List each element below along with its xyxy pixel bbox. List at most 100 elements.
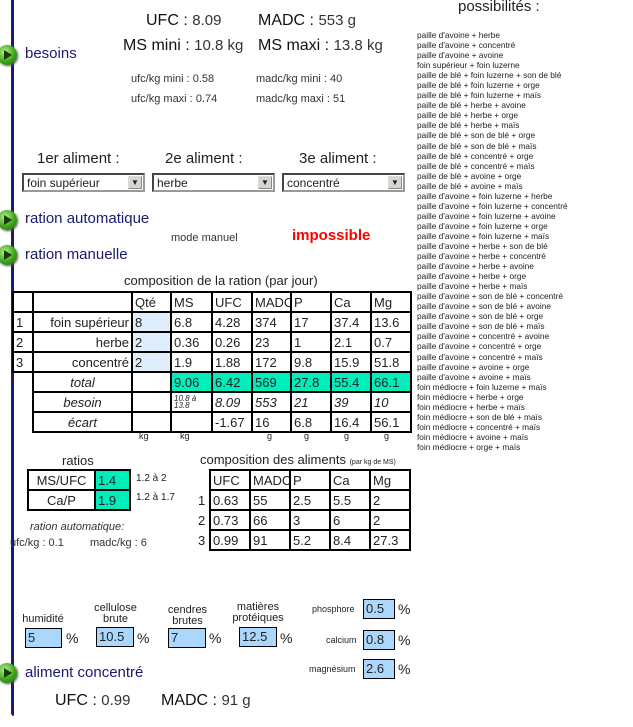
possibilite-item: paille de blé + son de blé + maïs <box>417 140 537 151</box>
quantity-input[interactable]: 2 <box>131 351 172 373</box>
chevron-down-icon[interactable]: ▼ <box>258 176 272 189</box>
possibilite-item: paille d'avoine + herbe + orge <box>417 271 527 282</box>
ratios-title: ratios <box>62 453 94 468</box>
status-text: impossible <box>292 227 371 244</box>
table-cell: 0.36 <box>170 331 213 353</box>
value: 51 <box>333 93 346 105</box>
cendres-input[interactable]: 7 <box>168 628 206 648</box>
table-cell <box>131 391 172 413</box>
column-header: MS <box>170 291 213 313</box>
possibilite-item: paille d'avoine + herbe + maïs <box>417 281 528 292</box>
possibilite-item: paille d'avoine + avoine + maïs <box>417 371 531 382</box>
aliment-name: concentré <box>32 351 133 373</box>
empty-cell <box>13 392 33 412</box>
table-cell <box>131 371 172 393</box>
table-cell: 1.88 <box>211 351 253 373</box>
column-header: P <box>289 469 331 491</box>
madckg-mini: madc/kg mini : 40 <box>256 73 342 85</box>
table-cell: 569 <box>251 371 292 393</box>
calcium-input[interactable]: 0.8 <box>363 630 395 650</box>
concentre-toggle-icon[interactable] <box>0 663 17 683</box>
chevron-down-icon[interactable]: ▼ <box>128 176 142 189</box>
chevron-down-icon[interactable]: ▼ <box>388 176 402 189</box>
possibilite-item: foin médiocre + foin luzerne + maïs <box>417 381 547 392</box>
table-cell: 6 <box>329 509 371 531</box>
possibilite-item: paille d'avoine + son de blé + avoine <box>417 301 551 312</box>
possibilite-item: paille de blé + herbe + orge <box>417 110 519 121</box>
possibilite-item: paille d'avoine + concentré <box>417 40 516 51</box>
aliment3-select[interactable]: concentré ▼ <box>282 173 405 192</box>
possibilite-item: paille d'avoine + son de blé + maïs <box>417 321 545 332</box>
possibilite-item: paille d'avoine + son de blé + concentré <box>417 291 563 302</box>
quantity-input[interactable]: 2 <box>131 331 172 353</box>
section-besoins[interactable]: besoins <box>25 45 77 62</box>
possibilite-item: foin médiocre + avoine + maïs <box>417 431 529 442</box>
possibilite-item: foin supérieur + foin luzerne <box>417 60 520 71</box>
ration-manuelle-toggle-icon[interactable] <box>0 245 17 265</box>
possibilite-item: paille de blé + foin luzerne + maïs <box>417 90 542 101</box>
value: 10.8 kg <box>194 37 244 54</box>
value: 13.8 kg <box>333 37 383 54</box>
table-cell: 2.5 <box>289 489 331 511</box>
section-ration-manuelle[interactable]: ration manuelle <box>25 246 128 263</box>
table-cell: 16 <box>251 411 292 433</box>
column-header: Mg <box>370 291 412 313</box>
possibilite-item: foin médiocre + orge + maïs <box>417 441 521 452</box>
label: MADC : <box>258 12 314 29</box>
pct: % <box>280 630 293 646</box>
possibilite-item: paille d'avoine + herbe + concentré <box>417 251 546 262</box>
possibilite-item: paille d'avoine + foin luzerne + avoine <box>417 210 556 221</box>
ratio-range: 1.2 à 1.7 <box>136 492 175 503</box>
section-ration-automatique[interactable]: ration automatique <box>25 210 150 227</box>
quantity-input[interactable]: 8 <box>131 311 172 333</box>
value: 0.74 <box>195 93 218 105</box>
humidite-input[interactable]: 5 <box>25 628 62 648</box>
table-cell: 2.1 <box>330 331 372 353</box>
column-header: MADC <box>249 469 291 491</box>
possibilite-item: paille de blé + son de blé + orge <box>417 130 536 141</box>
cellulose-input[interactable]: 10.5 <box>96 627 134 647</box>
madc-need: MADC : 553 g <box>258 12 356 30</box>
possibilite-item: paille de blé + herbe + avoine <box>417 100 526 111</box>
pct: % <box>209 630 222 646</box>
selected-value: concentré <box>287 176 340 190</box>
table-cell: 1.9 <box>170 351 213 373</box>
possibilites-title: possibilités : <box>458 0 540 15</box>
unit-label: g <box>344 431 350 441</box>
ratio-label: MS/UFC <box>27 469 96 491</box>
possibilite-item: paille de blé + avoine + orge <box>417 170 522 181</box>
table-cell: 55.4 <box>330 371 372 393</box>
magnesium-input[interactable]: 2.6 <box>363 659 395 679</box>
humidite-label: humidité <box>22 613 64 625</box>
possibilite-item: paille d'avoine + avoine + orge <box>417 361 530 372</box>
ratio-value: 1.4 <box>93 469 132 491</box>
aliment2-select[interactable]: herbe▼ <box>152 173 275 192</box>
aliment-name: herbe <box>32 331 133 353</box>
madckg-maxi: madc/kg maxi : 51 <box>256 93 345 105</box>
unit-label: kg <box>180 431 190 441</box>
matieres-input[interactable]: 12.5 <box>239 627 277 647</box>
possibilite-item: paille d'avoine + herbe + son de blé <box>417 240 548 251</box>
label: madc/kg maxi : <box>256 93 330 105</box>
ms-mini: MS mini : 10.8 kg <box>123 37 243 55</box>
l2: brute <box>102 613 129 625</box>
aliment1-select[interactable]: foin supérieur▼ <box>22 173 145 192</box>
ufckg-mini: ufc/kg mini : 0.58 <box>131 73 214 85</box>
empty-cell <box>196 470 210 490</box>
phosphore-input[interactable]: 0.5 <box>363 599 395 619</box>
table-cell <box>170 411 213 433</box>
label: madc/kg mini : <box>256 73 327 85</box>
ration-auto-toggle-icon[interactable] <box>0 210 17 230</box>
possibilite-item: paille d'avoine + foin luzerne + orge <box>417 220 548 231</box>
section-aliment-concentre[interactable]: aliment concentré <box>25 664 144 681</box>
l1: cellulose <box>94 602 137 614</box>
concentre-madc: MADC : 91 g <box>161 692 251 710</box>
besoins-toggle-icon[interactable] <box>0 45 17 65</box>
possibilite-item: paille d'avoine + avoine <box>417 50 504 61</box>
